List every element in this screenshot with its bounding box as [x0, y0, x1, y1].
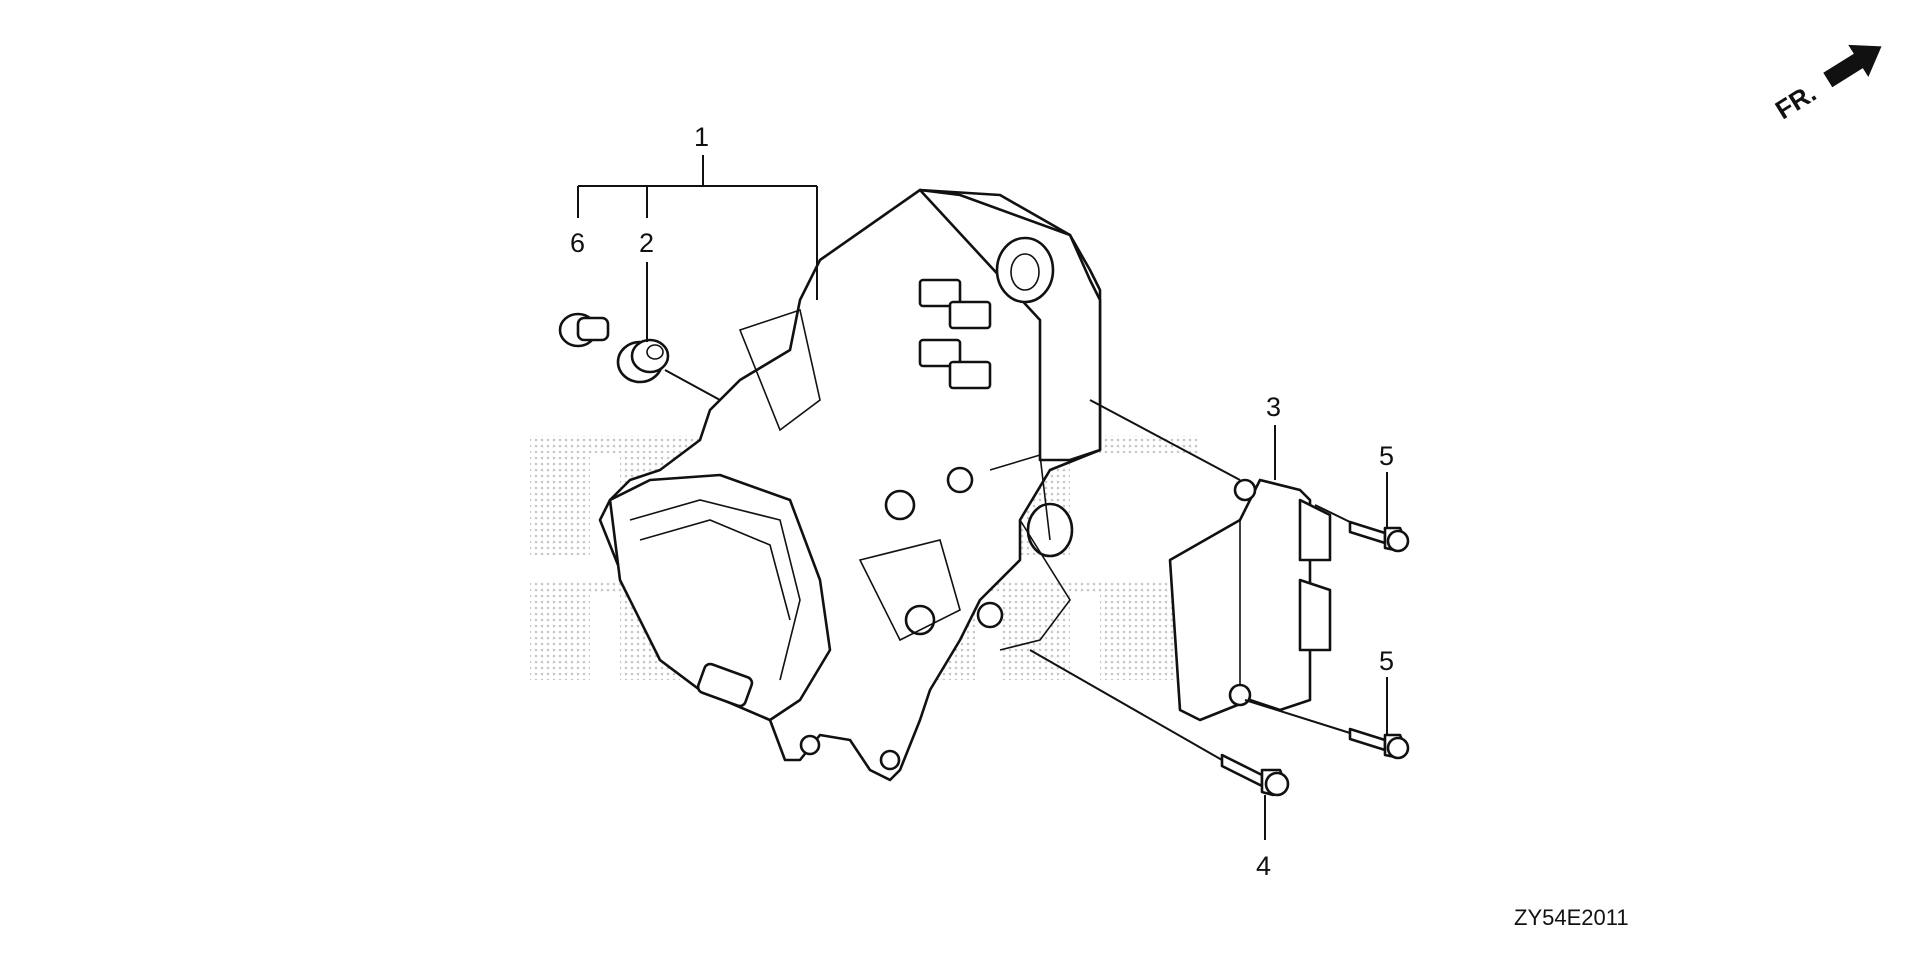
callout-5-lower: 5 — [1379, 646, 1394, 676]
bolt-part-5-lower — [1348, 727, 1410, 760]
arrow-right-up-icon — [1823, 44, 1882, 88]
callout-5-upper: 5 — [1379, 441, 1394, 471]
callout-3: 3 — [1266, 392, 1281, 422]
electrical-bracket-part — [598, 188, 1102, 782]
callout-4: 4 — [1256, 851, 1271, 881]
regulator-part — [1168, 478, 1332, 722]
callout-1: 1 — [694, 122, 709, 152]
diagram-code: ZY54E2011 — [1514, 905, 1629, 930]
collar-part — [558, 312, 610, 348]
grommet-part — [616, 338, 670, 384]
callout-6: 6 — [570, 228, 585, 258]
callout-2: 2 — [639, 228, 654, 258]
direction-label: FR. — [1770, 77, 1821, 125]
leader-lines — [577, 155, 1388, 840]
direction-marker: FR. — [1770, 44, 1882, 125]
bolt-part-4 — [1220, 753, 1290, 797]
bolt-part-5-upper — [1348, 520, 1410, 553]
